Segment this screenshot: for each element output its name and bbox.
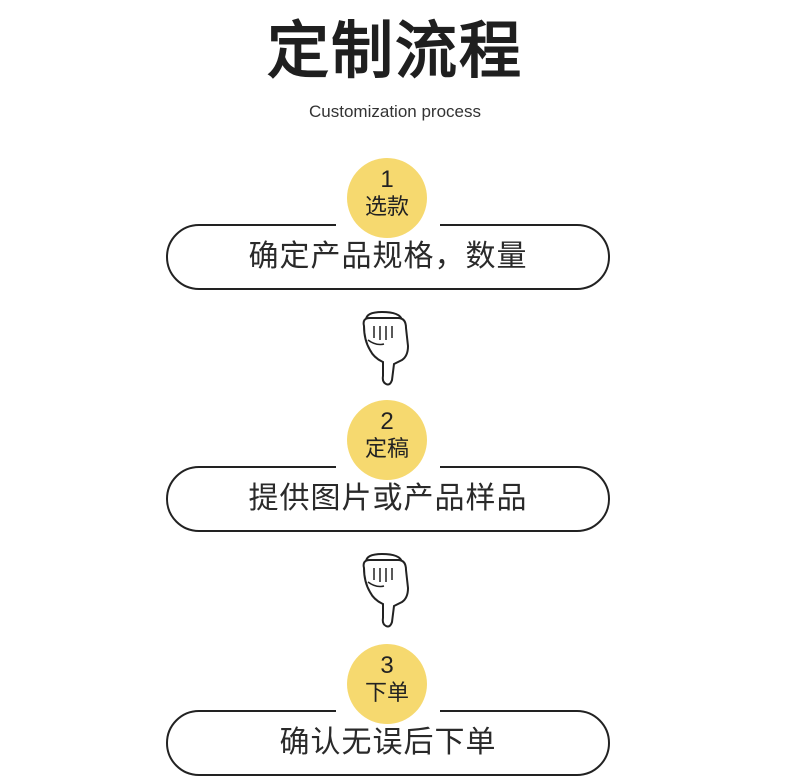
step-number: 1 xyxy=(380,166,394,193)
step-description: 提供图片或产品样品 xyxy=(248,481,528,516)
step-label: 定稿 xyxy=(364,437,409,462)
step-badge: 1 选款 xyxy=(347,158,427,238)
step-number: 3 xyxy=(380,652,394,679)
step-label: 选款 xyxy=(364,195,409,220)
step-2: 提供图片或产品样品 2 定稿 xyxy=(166,400,610,532)
pointing-hand-down-icon xyxy=(362,552,410,628)
step-description: 确认无误后下单 xyxy=(279,725,497,760)
step-description: 确定产品规格，数量 xyxy=(248,239,528,274)
step-badge: 2 定稿 xyxy=(347,400,427,480)
step-box: 确认无误后下单 xyxy=(166,710,610,776)
step-number: 2 xyxy=(380,408,394,435)
step-3: 确认无误后下单 3 下单 xyxy=(166,644,610,776)
page-title: 定制流程 xyxy=(266,14,523,87)
step-label: 下单 xyxy=(364,681,409,706)
step-1: 确定产品规格，数量 1 选款 xyxy=(166,158,610,290)
step-badge: 3 下单 xyxy=(347,644,427,724)
pointing-hand-down-icon xyxy=(362,310,410,386)
page-subtitle: Customization process xyxy=(309,102,481,121)
